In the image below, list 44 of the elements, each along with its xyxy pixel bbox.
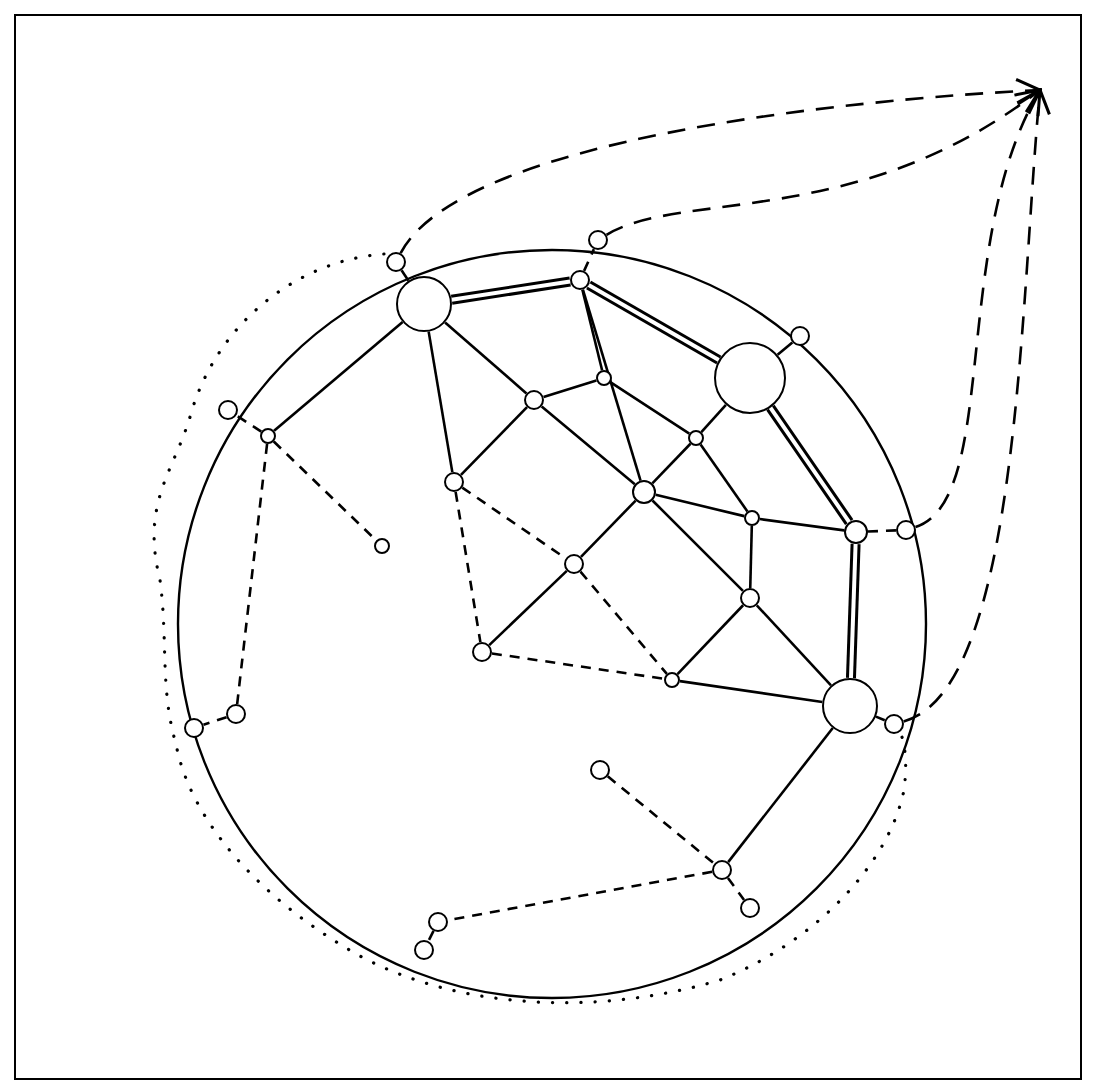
connector-line xyxy=(759,517,845,532)
flow-arrow xyxy=(903,88,1052,723)
connector-line xyxy=(727,727,834,863)
connector-line xyxy=(427,930,435,942)
connector-line xyxy=(235,414,262,433)
connector-line xyxy=(488,569,568,647)
connector-line xyxy=(581,289,604,371)
connector-line xyxy=(655,493,745,518)
connector-line xyxy=(651,442,692,485)
connector-line xyxy=(454,491,482,643)
connector-line xyxy=(444,321,528,395)
connector-line xyxy=(726,877,746,901)
connector-line xyxy=(606,775,716,865)
connector-line xyxy=(272,440,378,542)
connector-line xyxy=(580,499,637,558)
connector-line xyxy=(460,406,528,476)
double-line xyxy=(845,543,861,679)
connector-line xyxy=(700,403,727,433)
connector-line xyxy=(582,248,596,272)
double-line xyxy=(586,280,722,365)
connector-line xyxy=(203,715,227,727)
double-line xyxy=(450,276,571,305)
connector-line xyxy=(427,331,454,473)
double-line xyxy=(766,404,854,525)
connector-line xyxy=(400,269,410,282)
connector-line xyxy=(867,529,897,533)
connector-line xyxy=(543,379,597,399)
connector-line xyxy=(581,289,642,481)
connector-line xyxy=(755,604,832,687)
connector-line xyxy=(610,381,690,435)
connector-line xyxy=(776,341,794,356)
connector-line xyxy=(491,652,665,681)
flow-arrow xyxy=(914,88,1042,529)
connector-line xyxy=(273,321,404,432)
connector-line xyxy=(579,570,668,675)
connector-line xyxy=(699,443,749,513)
flow-arrow xyxy=(606,88,1042,236)
connector-line xyxy=(679,679,823,704)
connector-line xyxy=(235,443,269,705)
connector-line xyxy=(540,405,636,486)
flow-arrow xyxy=(399,78,1042,254)
connector-line xyxy=(651,499,744,592)
connector-line xyxy=(676,604,745,676)
connector-line xyxy=(748,525,754,589)
